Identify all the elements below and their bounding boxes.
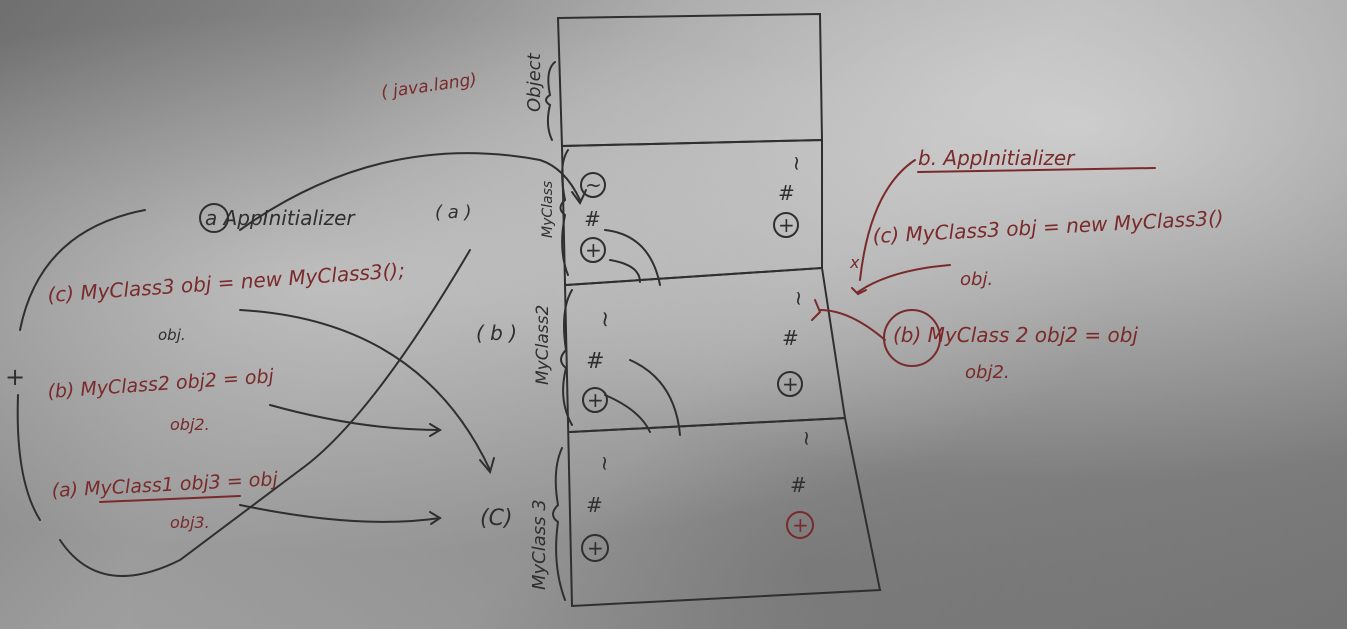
protected-symbol: # <box>586 349 604 374</box>
myclass-right-members: ~ # + <box>773 155 809 238</box>
brace-myclass <box>559 149 569 276</box>
arrowhead-icon <box>811 299 822 321</box>
arrow-right-obj2 <box>819 309 886 341</box>
underline <box>917 167 1156 173</box>
arrow-right-obj <box>857 264 951 293</box>
myclass3-box <box>561 145 882 608</box>
curve-inner-3 <box>629 359 681 436</box>
public-symbol: + <box>587 388 604 412</box>
arrow-obj-to-myclass3 <box>239 309 491 471</box>
package-symbol: ~ <box>593 455 617 472</box>
public-symbol: + <box>778 213 795 237</box>
protected-symbol: # <box>586 493 603 517</box>
public-circle-icon <box>580 237 606 263</box>
public-symbol: + <box>792 513 809 537</box>
arrowhead-icon <box>429 511 442 525</box>
right-line-c: (c) MyClass3 obj = new MyClass3() <box>872 206 1224 248</box>
arrow-right-heading <box>859 159 916 281</box>
curve-inner-4 <box>604 394 651 433</box>
package-circle-icon <box>580 172 606 198</box>
public-circle-icon <box>581 534 609 562</box>
public-circle-icon <box>582 387 608 413</box>
right-line-c-var: obj. <box>960 269 993 290</box>
left-line-c: (c) MyClass3 obj = new MyClass3(); <box>47 258 406 307</box>
package-symbol: ~ <box>592 310 617 328</box>
curve-inner-1 <box>604 229 661 286</box>
right-line-b-var: obj2. <box>965 362 1010 383</box>
public-circle-icon <box>777 371 803 397</box>
protected-symbol: # <box>778 181 795 205</box>
protected-symbol: # <box>782 326 799 350</box>
brace-myclass3 <box>552 447 566 601</box>
curve-long <box>59 249 471 577</box>
arrowhead-icon <box>479 457 495 475</box>
myclass2-marker: ( b ) <box>476 321 517 345</box>
left-line-a-var: obj3. <box>170 513 210 532</box>
arrowhead-icon <box>851 287 867 296</box>
arrowhead-icon <box>429 423 442 437</box>
myclass3-right-members: ~ # + <box>786 430 819 539</box>
left-heading-suffix: ( a ) <box>435 202 472 223</box>
arrowhead-icon <box>571 189 587 205</box>
arrow-obj2 <box>269 404 441 431</box>
myclass2-label: MyClass2 <box>533 305 553 385</box>
myclass-left-members: ~ # + <box>580 172 606 263</box>
public-symbol: + <box>587 536 604 560</box>
package-symbol: ~ <box>787 290 811 307</box>
arrows <box>59 152 951 577</box>
object-box <box>556 12 824 148</box>
brace-myclass2 <box>560 289 573 426</box>
heading-circle-icon <box>199 203 229 233</box>
myclass3-left-members: ~ # + <box>581 455 617 562</box>
java-lang-label: ( java.lang) <box>380 70 478 103</box>
myclass2-right-members: ~ # + <box>777 290 811 397</box>
myclass2-left-members: ~ # + <box>582 310 617 413</box>
underline <box>99 495 241 503</box>
protected-symbol: # <box>790 473 807 497</box>
myclass3-label: MyClass 3 <box>529 499 550 590</box>
public-circle-icon <box>773 212 799 238</box>
myclass-label: MyClass <box>540 181 556 238</box>
package-symbol: ~ <box>795 430 819 447</box>
curve-inner-2 <box>609 259 641 283</box>
package-symbol: ~ <box>585 173 602 197</box>
left-line-a: (a) MyClass1 obj3 = obj <box>51 468 279 502</box>
left-side-mark: + <box>5 363 25 391</box>
class-stack-diagram <box>545 12 882 608</box>
myclass3-marker: (C) <box>480 506 513 531</box>
right-heading: b. AppInitializer <box>918 146 1076 170</box>
left-notes: a AppInitializer ( a ) (c) MyClass3 obj … <box>5 202 472 532</box>
left-line-b: (b) MyClass2 obj2 = obj <box>47 365 275 403</box>
object-class-label: Object <box>524 52 545 112</box>
left-line-c-var: obj. <box>158 326 186 344</box>
right-line-b: (b) MyClass 2 obj2 = obj <box>893 323 1138 347</box>
left-bracket-bottom <box>16 394 41 521</box>
protected-symbol: # <box>584 207 601 231</box>
public-symbol: + <box>585 238 602 262</box>
right-cross-mark: x <box>849 253 860 272</box>
left-heading: a AppInitializer <box>205 206 356 230</box>
public-circle-icon <box>786 511 814 539</box>
right-notes: b. AppInitializer (c) MyClass3 obj = new… <box>849 146 1224 383</box>
package-symbol: ~ <box>785 155 809 172</box>
arrow-heading-to-myclass <box>239 152 581 231</box>
left-bracket-top <box>19 209 146 331</box>
brace-object <box>545 61 556 141</box>
left-line-b-var: obj2. <box>170 415 210 434</box>
arrow-obj3 <box>239 504 441 523</box>
public-symbol: + <box>782 372 799 396</box>
